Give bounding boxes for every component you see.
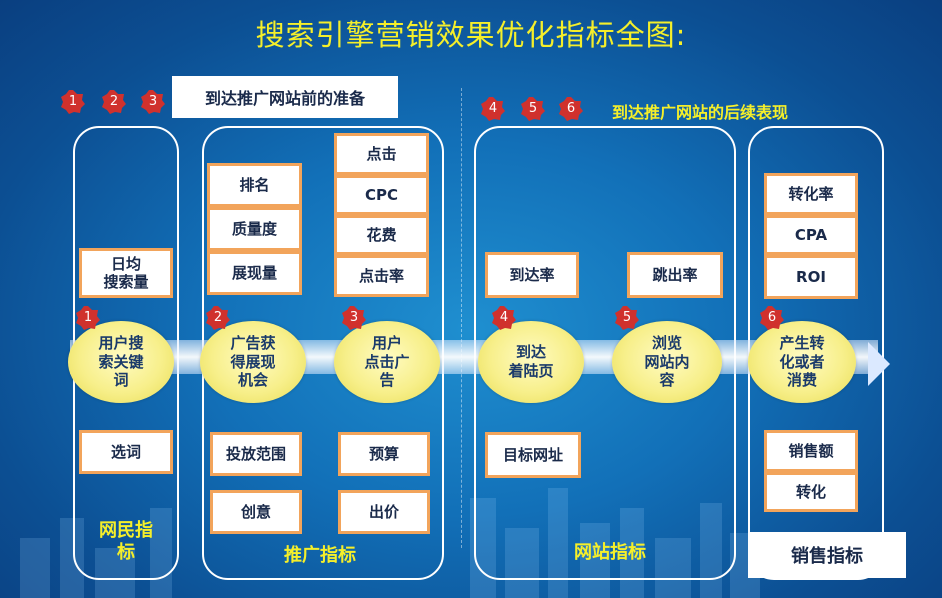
promotion-metrics-label: 推广指标 (284, 545, 356, 566)
sales-metrics-label: 销售指标 (748, 532, 906, 578)
daily-search-volume-box: 日均 搜索量 (79, 248, 173, 298)
keyword-selection-box: 选词 (79, 430, 173, 474)
creative-box: 创意 (210, 490, 302, 534)
process-arrow-head (868, 342, 890, 386)
target-url-box: 目标网址 (485, 432, 581, 478)
step-ellipse-4: 到达 着陆页 (478, 321, 584, 403)
ellipse-badge-4: 4 (491, 305, 517, 331)
step-badge-1: 1 (60, 89, 86, 115)
step-ellipse-2: 广告获 得展现 机会 (200, 321, 306, 403)
step-ellipse-5: 浏览 网站内 容 (612, 321, 722, 403)
budget-box: 预算 (338, 432, 430, 476)
step-badge-4: 4 (480, 96, 506, 122)
header-after-arrival: 到达推广网站的后续表现 (612, 103, 789, 122)
cpc-box: CPC (334, 175, 429, 215)
sales-amount-box: 销售额 (764, 430, 858, 472)
conversions-box: 转化 (764, 472, 858, 512)
ellipse-badge-2: 2 (205, 305, 231, 331)
ellipse-badge-1: 1 (75, 305, 101, 331)
conversion-rate-box: 转化率 (764, 173, 858, 215)
ellipse-badge-6: 6 (759, 305, 785, 331)
section-divider (461, 88, 462, 548)
clicks-box: 点击 (334, 133, 429, 175)
impressions-box: 展现量 (207, 251, 302, 295)
step-ellipse-1: 用户搜 索关键 词 (68, 321, 174, 403)
bounce-rate-box: 跳出率 (627, 252, 723, 298)
step-ellipse-6: 产生转 化或者 消费 (748, 321, 856, 403)
ctr-box: 点击率 (334, 255, 429, 297)
cost-box: 花费 (334, 215, 429, 255)
step-badge-3: 3 (140, 89, 166, 115)
bid-box: 出价 (338, 490, 430, 534)
website-metrics-label: 网站指标 (574, 542, 646, 563)
ellipse-badge-3: 3 (341, 305, 367, 331)
cpa-box: CPA (764, 215, 858, 255)
step-ellipse-3: 用户 点击广 告 (334, 321, 440, 403)
netizen-metrics-label: 网民指 标 (99, 520, 153, 563)
ellipse-badge-5: 5 (614, 305, 640, 331)
roi-box: ROI (764, 255, 858, 299)
page-title: 搜索引擎营销效果优化指标全图: (255, 18, 687, 52)
quality-score-box: 质量度 (207, 207, 302, 251)
targeting-scope-box: 投放范围 (210, 432, 302, 476)
ranking-box: 排名 (207, 163, 302, 207)
arrival-rate-box: 到达率 (485, 252, 579, 298)
step-badge-5: 5 (520, 96, 546, 122)
header-before-arrival: 到达推广网站前的准备 (172, 76, 398, 118)
step-badge-6: 6 (558, 96, 584, 122)
step-badge-2: 2 (101, 89, 127, 115)
